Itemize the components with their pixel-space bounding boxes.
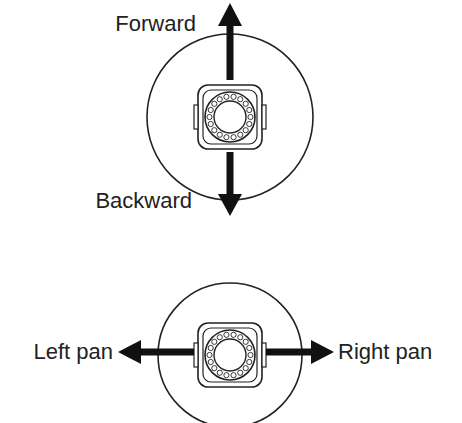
joystick-knob: [194, 323, 266, 387]
arrow-head: [118, 340, 141, 364]
joystick-knob: [194, 85, 266, 149]
arrow-head: [218, 194, 242, 216]
arrow-head: [311, 340, 334, 364]
arrow-head: [218, 3, 242, 26]
direction-label: Backward: [95, 188, 192, 214]
direction-label: Right pan: [338, 339, 432, 365]
direction-label: Forward: [115, 11, 196, 37]
direction-label: Left pan: [33, 339, 113, 365]
arrow-shaft: [227, 24, 234, 80]
arrow-shaft: [140, 349, 194, 356]
arrow-shaft: [266, 349, 312, 356]
arrow-shaft: [227, 152, 234, 196]
